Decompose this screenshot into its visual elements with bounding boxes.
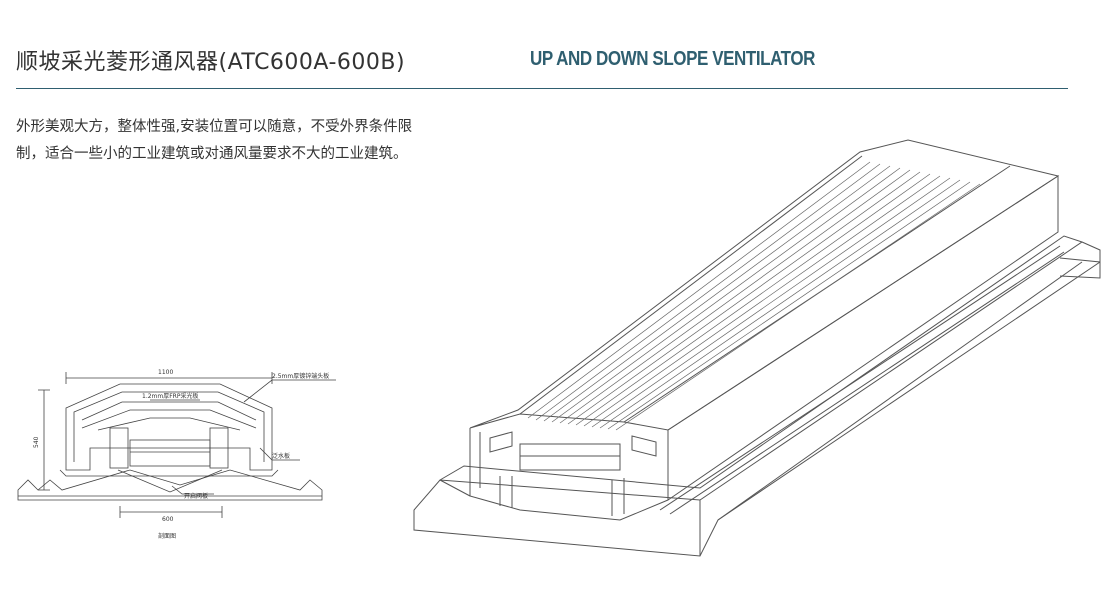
roof-sheet-line	[17, 469, 323, 501]
dim-width-label: 1100	[158, 369, 173, 376]
flashing-label: 泛水板	[272, 452, 290, 460]
ventilator-body-outline	[65, 383, 273, 471]
ventilator-body	[469, 175, 1059, 521]
page-title: 顺坡采光菱形通风器(ATC600A-600B)	[16, 50, 406, 75]
frp-panel-label: 1.2mm厚FRP采光板	[142, 392, 198, 400]
section-caption: 剖面图	[158, 532, 176, 540]
description-line-2: 制，适合一些小的工业建筑或对通风量要求不大的工业建筑。	[16, 146, 408, 162]
header-divider	[16, 88, 1068, 89]
page-title-english: UP AND DOWN SLOPE VENTILATOR	[530, 48, 815, 70]
description-line-1: 外形美观大方，整体性强,安装位置可以随意，不受外界条件限	[16, 119, 413, 135]
damper-label: 开启阀板	[184, 492, 208, 500]
base-plate	[413, 241, 1101, 557]
end-plate-label: 2.5mm厚镀锌端头板	[272, 372, 329, 380]
dim-throat-label: 600	[162, 516, 174, 523]
dim-height-label: 540	[33, 436, 40, 448]
product-description: 外形美观大方，整体性强,安装位置可以随意，不受外界条件限 制，适合一些小的工业建…	[16, 114, 486, 168]
isometric-view	[413, 139, 1101, 557]
